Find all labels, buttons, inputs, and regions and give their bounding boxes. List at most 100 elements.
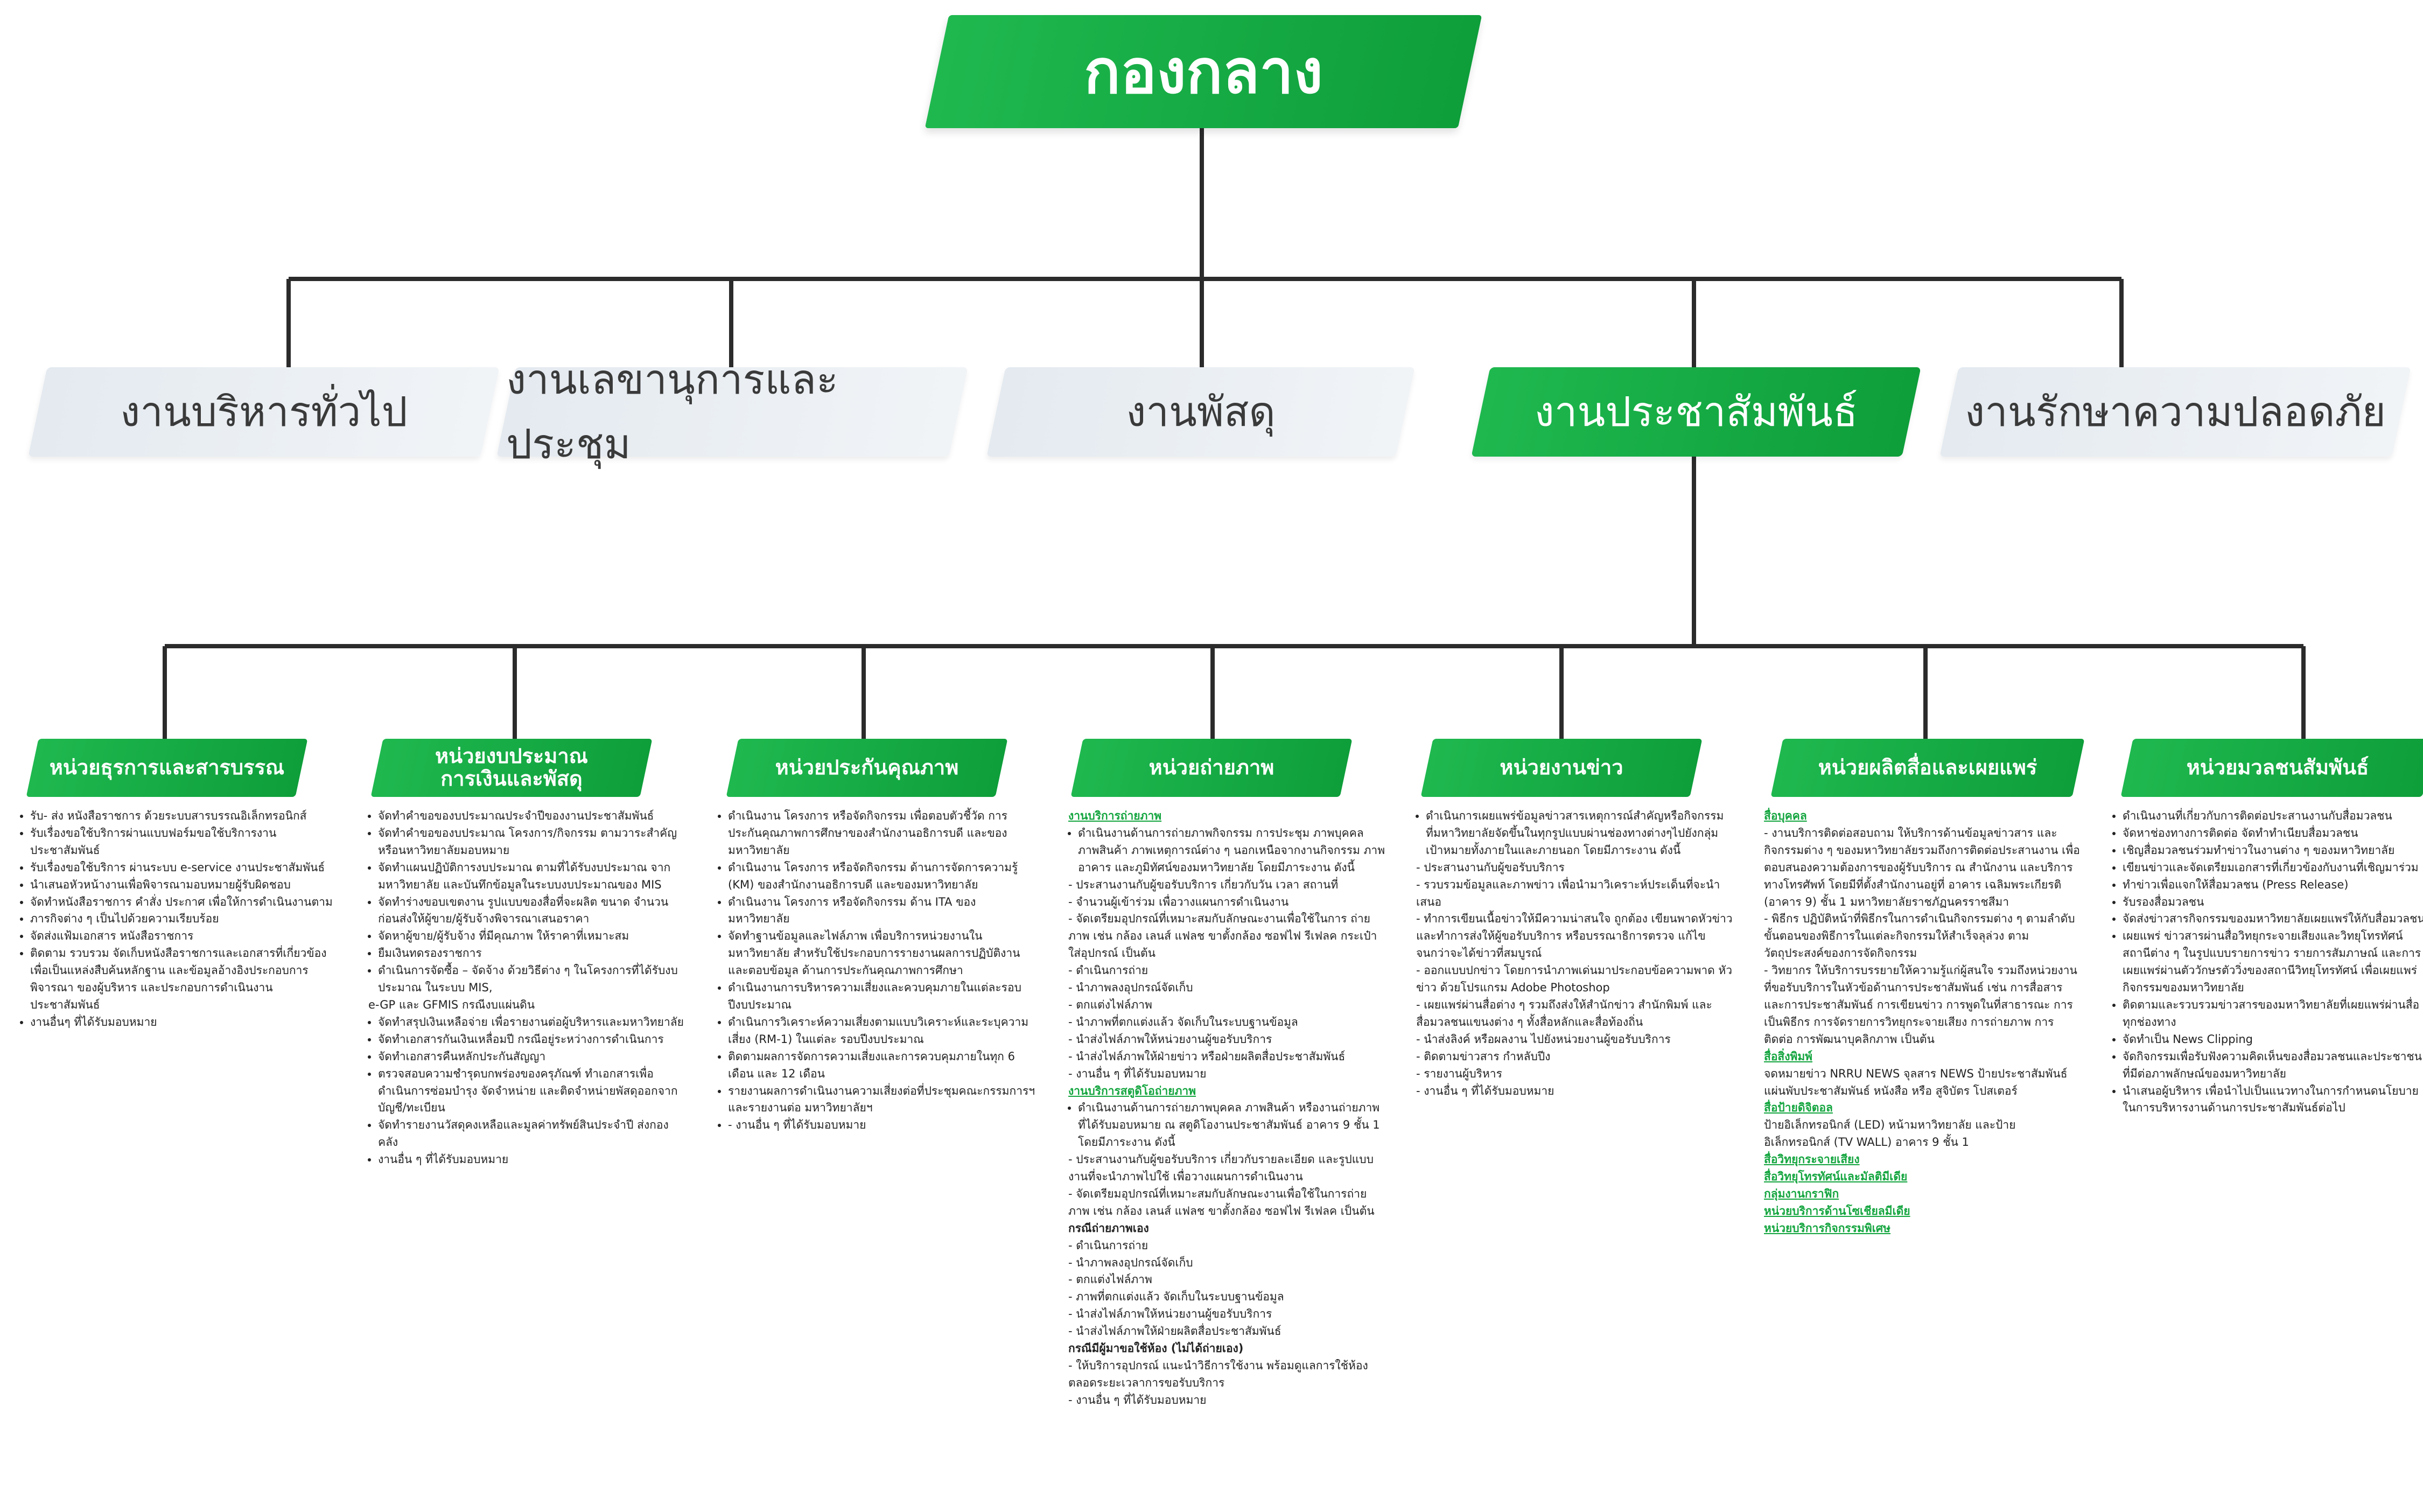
duty-item: จัดหาช่องทางการติดต่อ จัดทำทำเนียบสื่อมว… (2123, 825, 2423, 842)
unit-duties-2: ดำเนินงาน โครงการ หรือจัดกิจกรรม เพื่อตอ… (718, 808, 1036, 1134)
duty-item: จัดส่งแฟ้มเอกสาร หนังสือราชการ (30, 928, 338, 945)
duty-item: จัดกิจกรรมเพื่อรับฟังความคิดเห็นของสื่อม… (2123, 1048, 2423, 1083)
duty-item: - ดำเนินการถ่าย (1068, 964, 1149, 977)
duty-item: ตรวจสอบความชำรุดบกพร่องของครุภัณฑ์ ทำเอก… (378, 1066, 686, 1117)
duty-item: - เผยแพร่ผ่านสื่อต่าง ๆ รวมถึงส่งให้สำนั… (1416, 998, 1712, 1028)
duty-item: ดำเนินการจัดซื้อ – จัดจ้าง ด้วยวิธีต่าง … (378, 962, 686, 997)
duty-item: จัดทำเอกสารกันเงินเหลื่อมปี กรณีอยู่ระหว… (378, 1031, 686, 1048)
duty-item: จัดทำร่างขอบเขตงาน รูปแบบของสื่อที่จะผลิ… (378, 894, 686, 928)
duty-item: - ดำเนินการถ่าย (1068, 1238, 1149, 1252)
duty-item: จัดทำหนังสือราชการ คำสั่ง ประกาศ เพื่อให… (30, 894, 338, 911)
duty-item: ภารกิจต่าง ๆ เป็นไปด้วยความเรียบร้อย (30, 911, 338, 928)
unit-duties-6: ดำเนินงานที่เกี่ยวกับการติดต่อประสานงานก… (2113, 808, 2423, 1117)
duty-subheading: กลุ่มงานกราฟิก (1764, 1187, 1839, 1200)
unit-title-4: หน่วยงานข่าว (1500, 755, 1623, 780)
duty-item: ยืมเงินทดรองราชการ (378, 945, 686, 962)
duty-subheading: สื่อสิ่งพิมพ์ (1764, 1049, 1813, 1063)
duty-item: - รายงานผู้บริหาร (1416, 1067, 1502, 1080)
unit-duties-5: สื่อบุคคล - งานบริการติดต่อสอบถาม ให้บริก… (1764, 808, 2082, 1237)
level2-label-0: งานบริหารทั่วไป (120, 388, 408, 436)
unit-title-6: หน่วยมวลชนสัมพันธ์ (2186, 755, 2369, 780)
duty-item: รับเรื่องขอใช้บริการ ผ่านระบบ e-service … (30, 859, 338, 877)
unit-title-5: หน่วยผลิตสื่อและเผยแพร่ (1818, 755, 2037, 780)
duty-item: จัดทำแผนปฏิบัติการงบประมาณ ตามที่ได้รับง… (378, 859, 686, 894)
duty-item: งานอื่นๆ ที่ได้รับมอบหมาย (30, 1014, 338, 1031)
duty-item: ดำเนินงานที่เกี่ยวกับการติดต่อประสานงานก… (2123, 808, 2423, 825)
unit-duties-0: รับ- ส่ง หนังสือราชการ ด้วยระบบสารบรรณอิ… (20, 808, 338, 1031)
duty-item: เขียนข่าวและจัดเตรียมเอกสารที่เกี่ยวข้อง… (2123, 859, 2423, 877)
unit-title-0: หน่วยธุรการและสารบรรณ (49, 755, 285, 780)
level2-label-4: งานรักษาความปลอดภัย (1964, 388, 2386, 436)
duty-item: - ให้บริการอุปกรณ์ แนะนำวิธีการใช้งาน พร… (1068, 1359, 1368, 1389)
duty-item: - งานอื่น ๆ ที่ได้รับมอบหมาย (1068, 1067, 1207, 1080)
duty-item: - ประสานงานกับผู้ขอรับบริการ (1416, 860, 1565, 874)
duty-item: - นำส่งไฟล์ภาพให้หน่วยงานผู้ขอรับบริการ (1068, 1032, 1272, 1046)
duty-item: รับเรื่องขอใช้บริการผ่านแบบฟอร์มขอใช้บริ… (30, 825, 338, 859)
duty-item: รับ- ส่ง หนังสือราชการ ด้วยระบบสารบรรณอิ… (30, 808, 338, 825)
duty-subheading: งานบริการถ่ายภาพ (1068, 809, 1162, 822)
level2-label-3: งานประชาสัมพันธ์ (1534, 388, 1858, 436)
top-node-title: กองกลาง (1084, 37, 1323, 107)
duty-item: - งานอื่น ๆ ที่ได้รับมอบหมาย (1068, 1393, 1207, 1406)
duty-item: จัดทำสรุปเงินเหลือจ่าย เพื่อรายงานต่อผู้… (378, 1014, 686, 1031)
duty-item: รายงานผลการดำเนินงานความเสี่ยงต่อที่ประช… (728, 1083, 1036, 1117)
duty-item: ดำเนินงาน โครงการ หรือจัดกิจกรรม เพื่อตอ… (728, 808, 1036, 859)
duty-subheading: หน่วยบริการด้านโซเชียลมีเดีย (1764, 1204, 1910, 1217)
duty-item: - จำนวนผู้เข้าร่วม เพื่อวางแผนการดำเนินง… (1068, 895, 1289, 908)
duty-item: - ตกแต่งไฟล์ภาพ (1068, 998, 1152, 1011)
duty-item: - ประสานงานกับผู้ขอรับบริการ เกี่ยวกับรา… (1068, 1153, 1374, 1184)
unit-title-2: หน่วยประกันคุณภาพ (775, 755, 959, 780)
duty-item: จัดทำเป็น News Clipping (2123, 1031, 2423, 1048)
duty-item: จัดส่งข่าวสารกิจกรรมของมหาวิทยาลัยเผยแพร… (2123, 911, 2423, 928)
duty-item: จัดทำฐานข้อมูลและไฟล์ภาพ เพื่อบริการหน่ว… (728, 928, 1036, 979)
duty-subheading: สื่อวิทยุโทรทัศน์และมัลติมีเดีย (1764, 1170, 1908, 1184)
duty-item: จัดทำคำขอของบประมาณ โครงการ/กิจกรรม ตามว… (378, 825, 686, 859)
duty-item: จัดทำรายงานวัสดุคงเหลือและมูลค่าทรัพย์สิ… (378, 1117, 686, 1151)
duty-item: นำเสนอหัวหน้างานเพื่อพิจารณามอบหมายผู้รั… (30, 877, 338, 894)
duty-item: - นำส่งไฟล์ภาพให้ฝ่ายผลิตสื่อประชาสัมพัน… (1068, 1325, 1281, 1338)
duty-item: - ภาพที่ตกแต่งแล้ว จัดเก็บในระบบฐานข้อมู… (1068, 1290, 1284, 1304)
duty-item: - ออกแบบปกข่าว โดยการนำภาพเด่นมาประกอบข้… (1416, 964, 1733, 995)
duty-item: - งานอื่น ๆ ที่ได้รับมอบหมาย (728, 1117, 1036, 1134)
duty-item: - จัดเตรียมอุปกรณ์ที่เหมาะสมกับลักษณะงาน… (1068, 1187, 1375, 1217)
duty-item: ดำเนินงาน โครงการ หรือจัดกิจกรรม ด้านการ… (728, 859, 1036, 894)
duty-item: ดำเนินงานการบริหารความเสี่ยงและควบคุมภาย… (728, 979, 1036, 1014)
duty-item: ดำเนินงานด้านการถ่ายภาพกิจกรรม การประชุม… (1078, 825, 1386, 877)
duty-item: - นำส่งไฟล์ภาพให้ฝ่ายข่าว หรือฝ่ายผลิตสื… (1068, 1049, 1346, 1063)
duty-item: นำเสนอผู้บริหาร เพื่อนำไปเป็นแนวทางในการ… (2123, 1083, 2423, 1117)
duty-item: - พิธีกร ปฏิบัติหน้าที่พิธีกรในการดำเนิน… (1764, 912, 2075, 960)
duty-item: จัดทำคำขอของบประมาณประจำปีของงานประชาสัม… (378, 808, 686, 825)
duty-item: ติดตามและรวบรวมข่าวสารของมหาวิทยาลัยที่เ… (2123, 997, 2423, 1031)
duty-item: - นำภาพลงอุปกรณ์จัดเก็บ (1068, 981, 1193, 995)
duty-item: - ทำการเขียนเนื้อข่าวให้มีความน่าสนใจ ถู… (1416, 912, 1733, 960)
duty-subheading: สื่อบุคคล (1764, 809, 1807, 822)
duty-subheading: กรณีถ่ายภาพเอง (1068, 1221, 1149, 1235)
unit-title-1: หน่วยงบประมาณ การเงินและพัสดุ (435, 744, 588, 790)
duty-subheading: สื่อวิทยุกระจายเสียง (1764, 1153, 1860, 1166)
duty-item: - รวบรวมข้อมูลและภาพข่าว เพื่อนำมาวิเครา… (1416, 878, 1720, 908)
duty-item: - ตกแต่งไฟล์ภาพ (1068, 1273, 1152, 1286)
duty-item: - ติดตามข่าวสาร กำหลับปีง (1416, 1049, 1551, 1063)
unit-duties-4: ดำเนินการเผยแพร่ข้อมูลข่าวสารเหตุการณ์สำ… (1416, 808, 1734, 1100)
duty-subheading: งานบริการสตูดิโอถ่ายภาพ (1068, 1084, 1196, 1097)
duty-item: จัดทำเอกสารคืนหลักประกันสัญญา (378, 1048, 686, 1066)
duty-item: รับรองสื่อมวลชน (2123, 894, 2423, 911)
duty-item: จัดหาผู้ขาย/ผู้รับจ้าง ที่มีคุณภาพ ให้รา… (378, 928, 686, 945)
unit-duties-1: จัดทำคำขอของบประมาณประจำปีของงานประชาสัม… (368, 808, 686, 1168)
duty-subheading: หน่วยบริการกิจกรรมพิเศษ (1764, 1221, 1891, 1235)
duty-item: ติดตาม รวบรวม จัดเก็บหนังสือราชการและเอก… (30, 945, 338, 1014)
duty-item: - ประสานงานกับผู้ขอรับบริการ เกี่ยวกับวั… (1068, 878, 1339, 891)
duty-item: ป้ายอิเล็กทรอนิกส์ (LED) หน้ามหาวิทยาลัย… (1764, 1118, 2016, 1149)
duty-item: - นำส่งไฟล์ภาพให้หน่วยงานผู้ขอรับบริการ (1068, 1307, 1272, 1321)
duty-item: ติดตามผลการจัดการความเสี่ยงและการควบคุมภ… (728, 1048, 1036, 1083)
duty-item: ดำเนินการวิเคราะห์ความเสี่ยงตามแบบวิเครา… (728, 1014, 1036, 1048)
duty-item: - งานบริการติดต่อสอบถาม ให้บริการด้านข้อ… (1764, 826, 2080, 908)
duty-item: เผยแพร่ ข่าวสารผ่านสื่อวิทยุกระจายเสียงแ… (2123, 928, 2423, 997)
duty-item: e-GP และ GFMIS กรณีงบแผ่นดิน (368, 998, 535, 1011)
duty-item: - นำภาพลงอุปกรณ์จัดเก็บ (1068, 1256, 1193, 1269)
duty-item: ดำเนินการเผยแพร่ข้อมูลข่าวสารเหตุการณ์สำ… (1426, 808, 1734, 859)
duty-item: จดหมายข่าว NRRU NEWS จุลสาร NEWS ป้ายประ… (1764, 1067, 2068, 1097)
duty-subheading: สื่อป้ายดิจิตอล (1764, 1101, 1833, 1115)
level2-label-1: งานเลขานุการและประชุม (506, 355, 838, 468)
